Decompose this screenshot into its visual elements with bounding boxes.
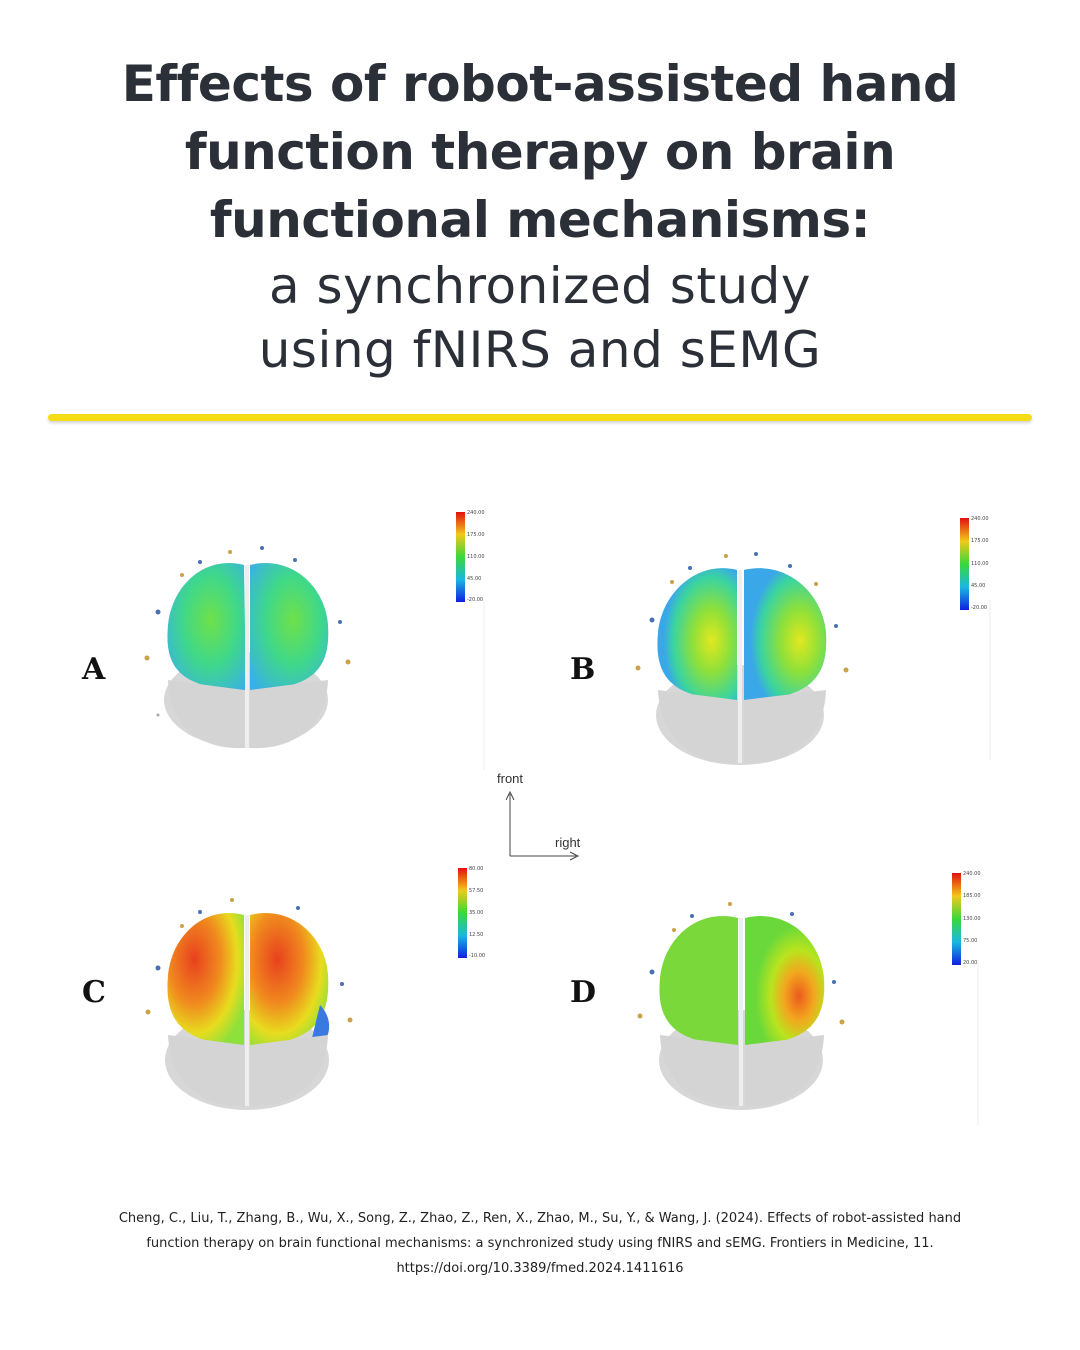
colorbar-a-tick: 240.00 — [467, 510, 485, 516]
citation: Cheng, C., Liu, T., Zhang, B., Wu, X., S… — [110, 1206, 970, 1281]
colorbar-a-tick: 175.00 — [467, 532, 485, 538]
colorbar-b-tick: 110.00 — [971, 561, 989, 567]
colorbar-a-tick: 110.00 — [467, 554, 485, 560]
panel-label-b: B — [570, 652, 596, 687]
colorbar-d-tick: 130.00 — [963, 916, 981, 922]
brain-map-c — [145, 898, 353, 1110]
panel-label-c: C — [82, 975, 106, 1010]
colorbar-b-tick: 45.00 — [971, 583, 986, 589]
citation-line-1: Cheng, C., Liu, T., Zhang, B., Wu, X., S… — [118, 1211, 962, 1226]
orientation-front-label: front — [497, 771, 524, 786]
brain-map-a — [144, 546, 351, 749]
colorbar-d — [952, 873, 961, 965]
title-line-3: functional mechanisms: — [209, 191, 871, 249]
brain-map-d — [637, 902, 845, 1110]
colorbar-a-tick: -20.00 — [467, 597, 484, 603]
citation-line-2: function therapy on brain functional mec… — [146, 1236, 934, 1251]
colorbar-d-tick: 240.00 — [963, 871, 981, 877]
colorbar-d-tick: 20.00 — [963, 960, 978, 966]
title-line-2: function therapy on brain — [184, 123, 896, 181]
orientation-right-label: right — [555, 835, 581, 850]
panel-label-a: A — [82, 652, 106, 687]
colorbar-b-tick: 175.00 — [971, 538, 989, 544]
brain-map-b — [635, 552, 849, 765]
yellow-divider — [48, 414, 1032, 421]
colorbar-d-tick: 75.00 — [963, 938, 978, 944]
colorbar-b-tick: -20.00 — [971, 605, 988, 611]
colorbar-c-tick: 35.00 — [469, 910, 484, 916]
colorbar-a — [456, 512, 465, 602]
colorbar-b-tick: 240.00 — [971, 516, 989, 522]
citation-doi-link[interactable]: https://doi.org/10.3389/fmed.2024.141161… — [396, 1261, 684, 1276]
panel-label-d: D — [570, 975, 597, 1010]
colorbar-c-tick: 80.00 — [469, 866, 484, 872]
colorbar-c-tick: 12.50 — [469, 932, 484, 938]
subtitle-line-1: a synchronized study — [269, 257, 811, 315]
title-block: Effects of robot-assisted hand function … — [0, 50, 1080, 382]
colorbar-a-tick: 45.00 — [467, 576, 482, 582]
orientation-axes — [505, 790, 580, 861]
subtitle-line-2: using fNIRS and sEMG — [258, 321, 822, 379]
colorbar-c-tick: -10.00 — [469, 953, 486, 959]
colorbar-c — [458, 868, 467, 958]
colorbar-b — [960, 518, 969, 610]
title-line-1: Effects of robot-assisted hand — [121, 55, 959, 113]
colorbar-d-tick: 185.00 — [963, 893, 981, 899]
colorbar-c-tick: 57.50 — [469, 888, 484, 894]
